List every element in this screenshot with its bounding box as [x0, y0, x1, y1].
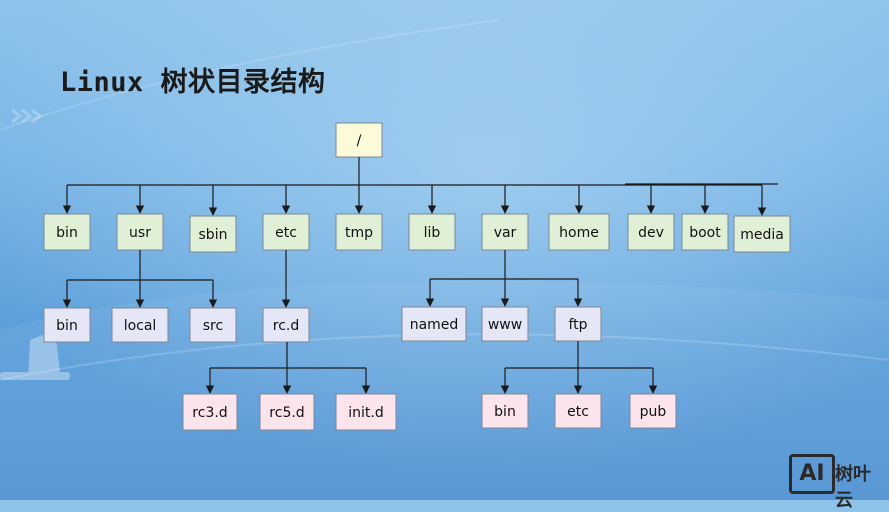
dir-bin: bin [43, 213, 91, 251]
dir-var-ftp-label: ftp [568, 317, 587, 333]
dir-ftp-pub: pub [629, 393, 677, 429]
dir-ftp-etc-box [554, 393, 602, 429]
slide-title: Linux 树状目录结构 [60, 67, 326, 98]
dir-sbin: sbin [189, 215, 237, 253]
dir-usr-bin-label: bin [56, 318, 78, 334]
dir-media-box [733, 215, 791, 253]
dir-etc: etc [262, 213, 310, 251]
dir-rcd-rc3d-label: rc3.d [192, 405, 227, 421]
dir-lib: lib [408, 213, 456, 251]
dir-boot-box [681, 213, 729, 251]
dir-usr-local: local [111, 307, 169, 343]
dir-usr-src-box [189, 307, 237, 343]
dir-sbin-label: sbin [199, 227, 228, 243]
dir-usr-bin: bin [43, 307, 91, 343]
dir-etc-rcd: rc.d [262, 307, 310, 343]
dir-media-label: media [740, 227, 784, 243]
dir-rcd-rc5d-label: rc5.d [269, 405, 304, 421]
dir-rcd-initd-label: init.d [348, 405, 383, 421]
dir-ftp-pub-label: pub [640, 404, 667, 420]
dir-var-www: www [481, 306, 529, 342]
dir-boot-label: boot [689, 225, 721, 241]
dir-ftp-bin-box [481, 393, 529, 429]
dir-ftp-etc-label: etc [567, 404, 589, 420]
dir-etc-rcd-box [262, 307, 310, 343]
dir-usr-local-label: local [124, 318, 157, 334]
dir-rcd-rc3d-box [182, 393, 238, 431]
dir-usr-box [116, 213, 164, 251]
dir-rcd-rc3d: rc3.d [182, 393, 238, 431]
dir-var-named: named [401, 306, 467, 342]
dir-root-label: / [357, 133, 362, 149]
dir-lib-box [408, 213, 456, 251]
dir-usr-bin-box [43, 307, 91, 343]
dir-root: / [335, 122, 383, 158]
dir-rcd-rc5d: rc5.d [259, 393, 315, 431]
dir-var-www-box [481, 306, 529, 342]
dir-var-box [481, 213, 529, 251]
dir-etc-label: etc [275, 225, 297, 241]
dir-dev-box [627, 213, 675, 251]
dir-ftp-bin: bin [481, 393, 529, 429]
dir-home-box [548, 213, 610, 251]
watermark-ai-mark: AI [789, 454, 835, 494]
directory-tree-diagram: / bin usr sbin etc tmp lib var home dev boot media b… [43, 122, 791, 431]
dir-var: var [481, 213, 529, 251]
watermark-brand-text: 树叶云 [835, 464, 871, 511]
dir-usr-src: src [189, 307, 237, 343]
dir-var-named-box [401, 306, 467, 342]
dir-bin-label: bin [56, 225, 78, 241]
dir-rcd-initd-box [335, 393, 397, 431]
dir-ftp-etc: etc [554, 393, 602, 429]
dir-usr-src-label: src [203, 318, 223, 334]
dir-usr-local-box [111, 307, 169, 343]
dir-dev-label: dev [638, 225, 664, 241]
dir-home: home [548, 213, 610, 251]
dir-boot: boot [681, 213, 729, 251]
dir-var-named-label: named [410, 317, 459, 333]
dir-ftp-bin-label: bin [494, 404, 516, 420]
dir-ftp-pub-box [629, 393, 677, 429]
dir-tmp: tmp [335, 213, 383, 251]
dir-tmp-label: tmp [345, 225, 373, 241]
dir-var-label: var [494, 225, 517, 241]
watermark-logo: AI 树叶云 [789, 452, 881, 511]
dir-var-www-label: www [488, 317, 522, 333]
dir-media: media [733, 215, 791, 253]
dir-usr-label: usr [129, 225, 151, 241]
dir-var-ftp: ftp [554, 306, 602, 342]
dir-var-ftp-box [554, 306, 602, 342]
dir-bin-box [43, 213, 91, 251]
dir-lib-label: lib [424, 225, 441, 241]
dir-tmp-box [335, 213, 383, 251]
dir-dev: dev [627, 213, 675, 251]
dir-rcd-initd: init.d [335, 393, 397, 431]
dir-sbin-box [189, 215, 237, 253]
dir-usr: usr [116, 213, 164, 251]
dir-home-label: home [559, 225, 599, 241]
dir-etc-rcd-label: rc.d [273, 318, 299, 334]
dir-rcd-rc5d-box [259, 393, 315, 431]
